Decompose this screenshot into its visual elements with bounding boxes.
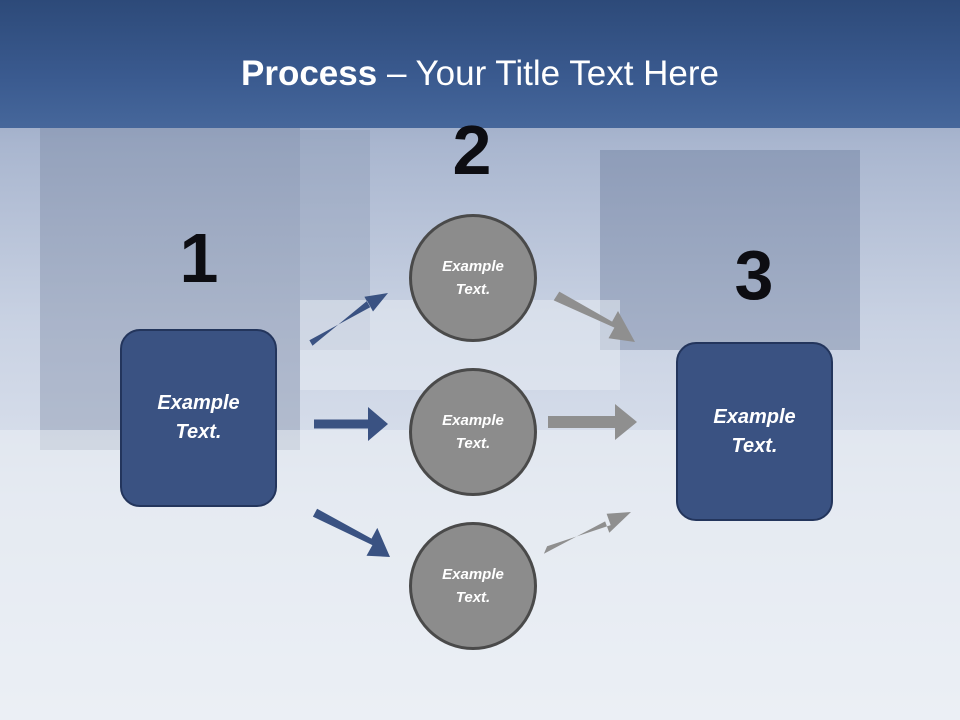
step-2-circle-top-label: Example Text. — [442, 258, 504, 298]
step-3-number: 3 — [734, 236, 774, 314]
arrow-bottom-to-3-icon — [543, 512, 631, 554]
step-2-circle-middle-label: Example Text. — [442, 412, 504, 452]
slide-title: Process – Your Title Text Here — [0, 52, 960, 96]
step-1-label: Example Text. — [157, 392, 240, 443]
arrow-1-to-top-icon — [309, 293, 388, 346]
arrow-1-to-bottom-icon — [312, 508, 390, 557]
step-1-number: 1 — [179, 219, 219, 297]
title-rest: – Your Title Text Here — [377, 54, 719, 93]
step-1-box: Example Text. — [120, 329, 277, 507]
title-bar — [0, 0, 960, 128]
arrow-middle-to-3-icon — [548, 404, 637, 440]
arrow-1-to-middle-icon — [314, 407, 388, 441]
step-2-circle-middle: Example Text. — [409, 368, 537, 496]
step-2-circle-bottom: Example Text. — [409, 522, 537, 650]
arrow-top-to-3-icon — [553, 291, 635, 342]
step-2-circle-top: Example Text. — [409, 214, 537, 342]
step-2-number: 2 — [452, 111, 492, 189]
step-3-label: Example Text. — [713, 405, 796, 457]
step-2-circle-bottom-label: Example Text. — [442, 566, 504, 606]
step-3-box: Example Text. — [676, 342, 833, 521]
title-bold: Process — [241, 54, 378, 93]
